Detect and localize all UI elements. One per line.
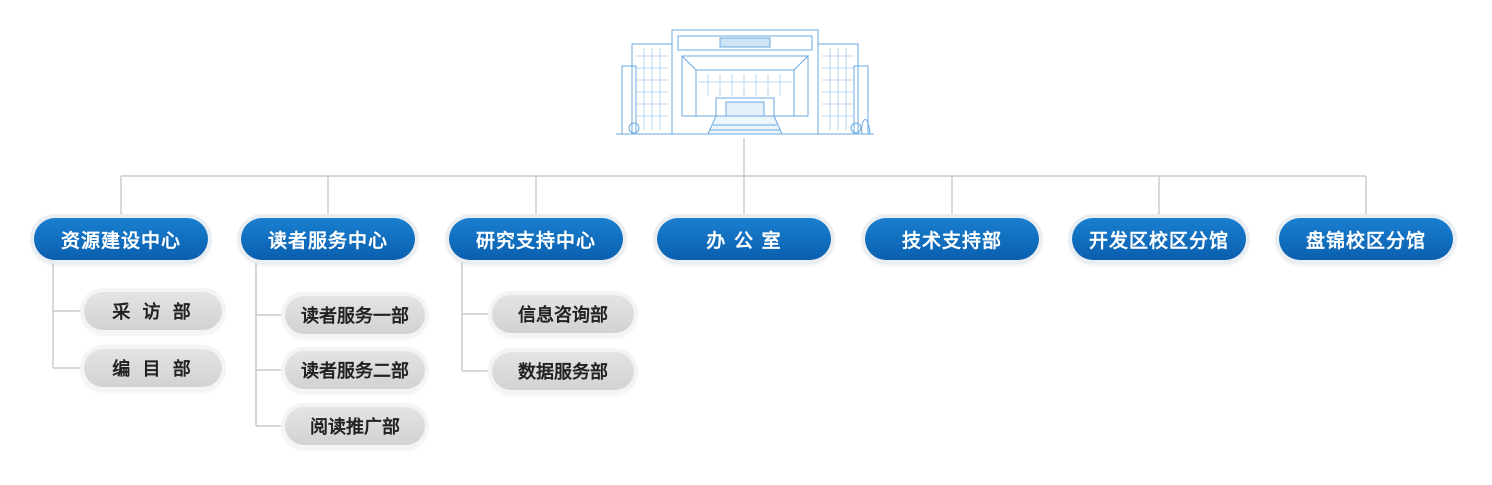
sub-cataloging: 编 目 部 xyxy=(84,349,222,387)
sub-data-services: 数据服务部 xyxy=(492,352,634,390)
dept-development-zone-branch: 开发区校区分馆 xyxy=(1072,218,1246,260)
sub-acquisitions: 采 访 部 xyxy=(84,292,222,330)
sub-info-consulting: 信息咨询部 xyxy=(492,295,634,333)
sub-reading-promotion: 阅读推广部 xyxy=(285,407,425,445)
dept-reader-services: 读者服务中心 xyxy=(241,218,415,260)
dept-research-support: 研究支持中心 xyxy=(449,218,623,260)
dept-tech-support: 技术支持部 xyxy=(865,218,1039,260)
sub-reader-services-2: 读者服务二部 xyxy=(285,351,425,389)
dept-office: 办 公 室 xyxy=(657,218,831,260)
dept-panjin-branch: 盘锦校区分馆 xyxy=(1279,218,1453,260)
sub-reader-services-1: 读者服务一部 xyxy=(285,296,425,334)
dept-resource-building: 资源建设中心 xyxy=(34,218,208,260)
library-building-image xyxy=(616,29,874,135)
